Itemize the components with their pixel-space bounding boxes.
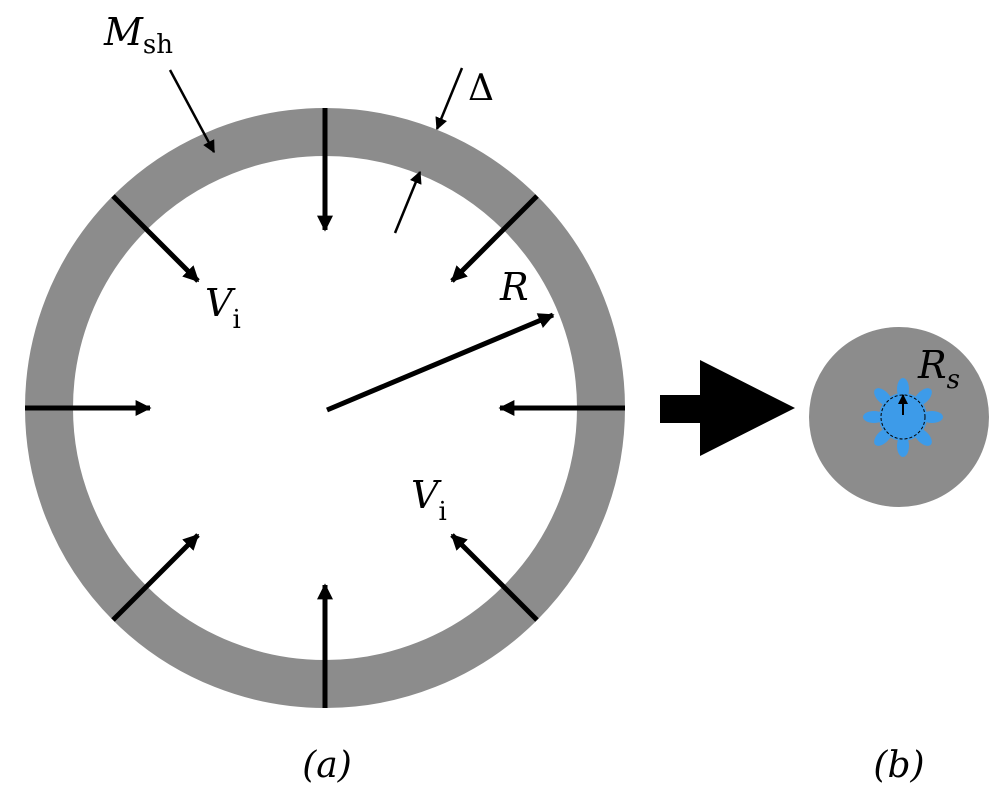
mass-pointer-arrow [168, 69, 216, 154]
transition-arrow [660, 360, 795, 456]
velocity-label-lower: Vi [411, 473, 447, 527]
panel-b-label: (b) [873, 745, 924, 786]
thickness-pointer-outer [435, 67, 464, 131]
mass-label: Msh [103, 10, 173, 60]
core-radius-circle [880, 394, 926, 440]
inward-arrow-upper-right [450, 194, 539, 283]
thickness-label: Δ [468, 68, 494, 109]
radius-label: R [499, 265, 529, 309]
inward-arrow-lower-right [450, 533, 539, 622]
thickness-pointer-inner [393, 170, 422, 234]
inward-arrow-upper-left [111, 194, 200, 283]
velocity-label-upper: Vi [205, 281, 241, 335]
radius-arrow [326, 312, 555, 413]
inward-arrow-lower-left [111, 533, 200, 622]
inward-arrows [25, 108, 625, 708]
panel-a-label: (a) [302, 745, 352, 786]
core-radius-label: Rs [917, 343, 960, 395]
